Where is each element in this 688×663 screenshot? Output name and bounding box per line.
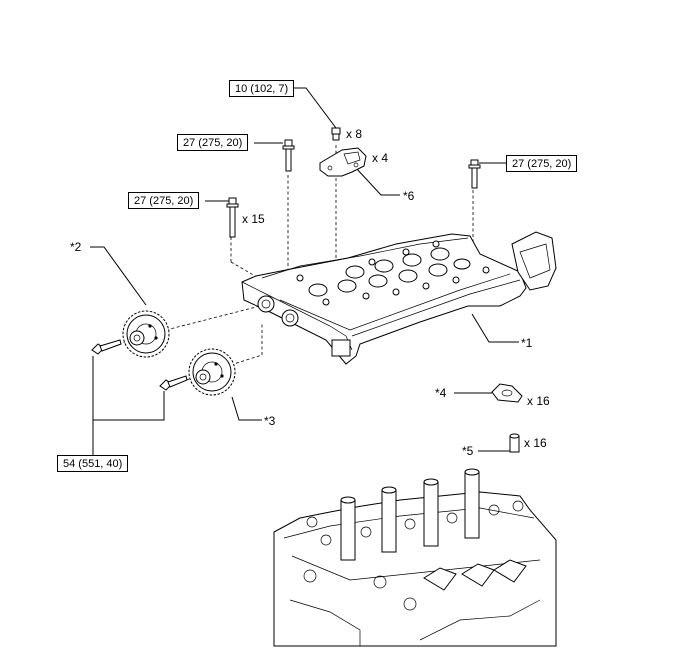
quantity-bracket: x 4 — [372, 151, 389, 165]
torque-label-bolt-top: 10 (102, 7) — [229, 80, 295, 97]
torque-label-bolt-left-lower: 27 (275, 20) — [128, 192, 200, 209]
part-label-gear-exhaust: *3 — [264, 414, 276, 428]
quantity-lash-adjuster: x 16 — [524, 436, 547, 450]
torque-label-bolt-right: 27 (275, 20) — [506, 155, 578, 172]
part-label-cylinder-head-cover: *1 — [521, 336, 533, 350]
bearing-cap — [491, 383, 523, 403]
cylinder-head-cover — [241, 231, 557, 365]
cam-timing-gear-intake — [122, 310, 170, 358]
lash-adjuster — [509, 433, 520, 453]
quantity-bearing-cap: x 16 — [527, 394, 550, 408]
torque-label-bolt-left-upper: 27 (275, 20) — [177, 134, 249, 151]
long-bolt-upper-left — [282, 139, 295, 172]
part-label-bracket: *6 — [403, 189, 415, 203]
torque-label-gear-bolts: 54 (551, 40) — [57, 455, 129, 472]
part-label-lash-adjuster: *5 — [462, 444, 474, 458]
part-label-gear-intake: *2 — [70, 240, 82, 254]
quantity-bolt-left-lower: x 15 — [242, 212, 265, 226]
quantity-bolt-top: x 8 — [346, 127, 363, 141]
cylinder-block — [273, 468, 557, 647]
cam-timing-gear-exhaust — [188, 348, 236, 396]
part-label-bearing-cap: *4 — [435, 386, 447, 400]
long-bolt-right — [468, 159, 481, 189]
leader-lines — [90, 87, 519, 456]
bracket-part — [319, 147, 367, 177]
bolt-top — [331, 127, 341, 141]
gear-bolts — [91, 339, 188, 391]
long-bolt-lower-left — [226, 197, 239, 238]
